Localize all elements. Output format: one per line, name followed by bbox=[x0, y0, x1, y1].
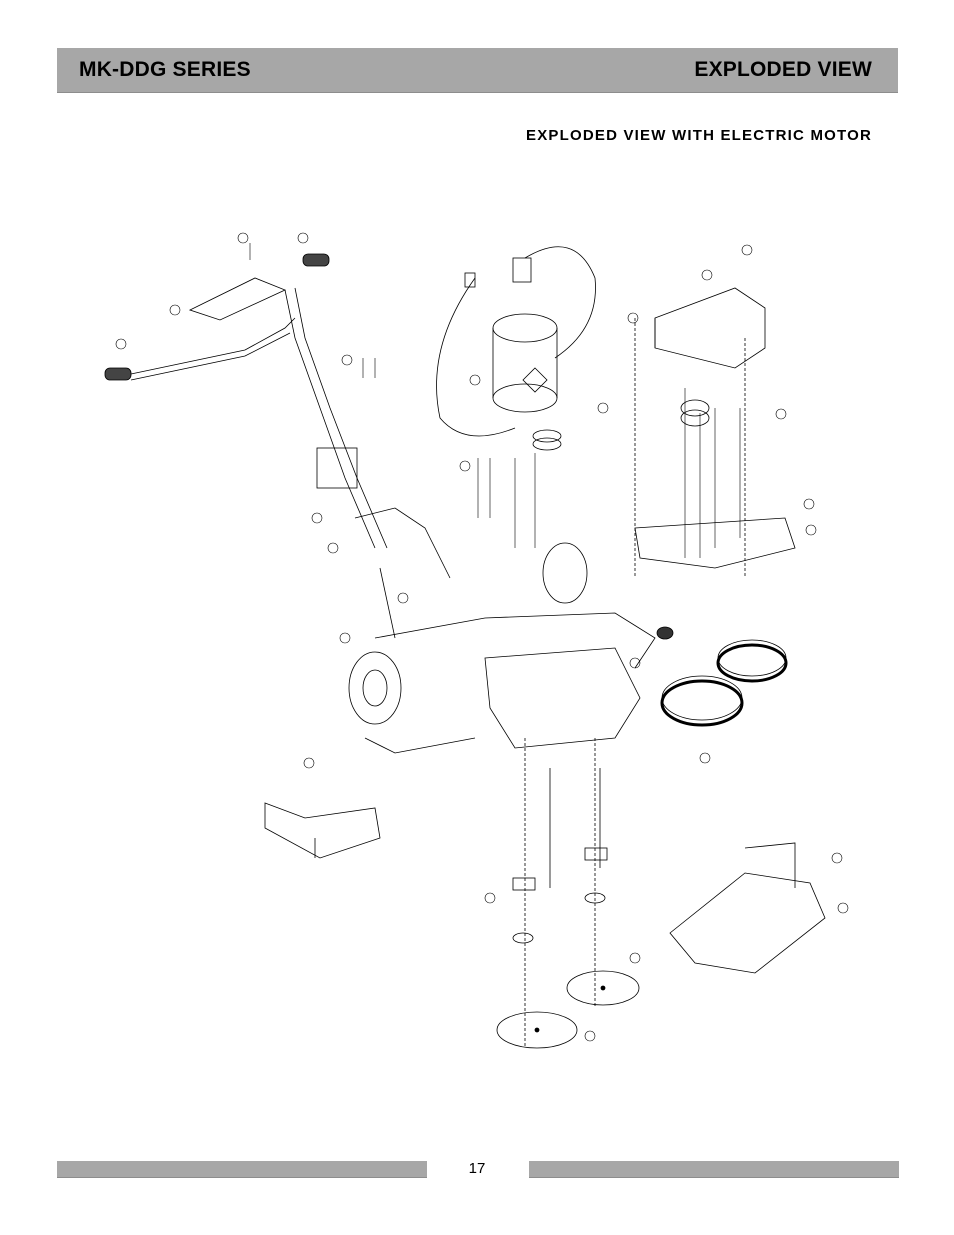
section-title: EXPLODED VIEW bbox=[694, 58, 872, 81]
footer-bar-right bbox=[529, 1161, 899, 1178]
spindles bbox=[524, 318, 746, 1048]
grinding-discs bbox=[496, 970, 640, 1049]
spindle-stacks bbox=[512, 768, 608, 944]
figure-subtitle: EXPLODED VIEW WITH ELECTRIC MOTOR bbox=[526, 127, 872, 144]
series-title: MK-DDG SERIES bbox=[79, 58, 251, 81]
motor-assembly bbox=[436, 246, 596, 451]
dust-shroud bbox=[669, 842, 826, 974]
page-number: 17 bbox=[468, 1160, 486, 1177]
callouts bbox=[115, 232, 849, 1042]
handle-assembly bbox=[104, 253, 451, 639]
exploded-view-diagram bbox=[104, 232, 849, 1049]
belt-cover bbox=[634, 287, 796, 569]
header-bar: MK-DDG SERIES EXPLODED VIEW bbox=[57, 48, 898, 93]
footer-bar-left bbox=[57, 1161, 427, 1178]
base-frame bbox=[264, 542, 656, 859]
fasteners bbox=[249, 243, 741, 558]
pulley-wheels bbox=[656, 626, 788, 727]
